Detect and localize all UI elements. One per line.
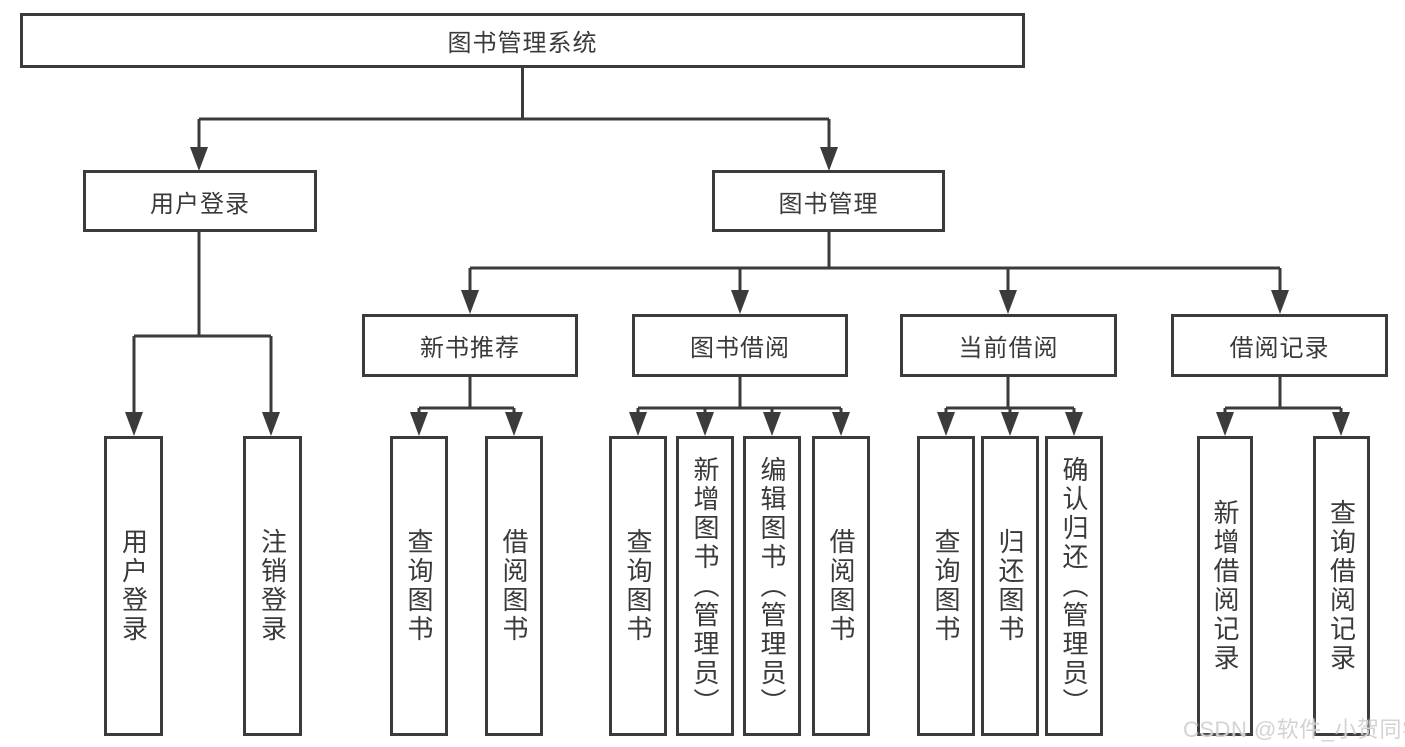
leaf-query-borrow-record-label: 查询借阅记录: [1326, 499, 1357, 673]
leaf-current-query-book-label: 查询图书: [931, 528, 961, 644]
node-current-borrow-label: 当前借阅: [958, 335, 1059, 362]
csdn-watermark: CSDN @软件_小贺同学: [1183, 717, 1405, 742]
leaf-edit-book-admin-label: 编辑图书（管理员）: [757, 455, 787, 717]
node-new-book-recommend: 新书推荐: [362, 314, 578, 377]
node-borrow-record-label: 借阅记录: [1229, 335, 1330, 362]
leaf-borrow-book: 借阅图书: [812, 436, 870, 736]
leaf-logout-label: 注销登录: [257, 528, 288, 644]
node-current-borrow: 当前借阅: [900, 314, 1117, 377]
leaf-confirm-return-admin-label: 确认归还（管理员）: [1059, 455, 1089, 717]
leaf-borrow-query-book: 查询图书: [609, 436, 667, 736]
arrowheads: [125, 147, 1350, 436]
leaf-query-borrow-record: 查询借阅记录: [1313, 436, 1370, 736]
leaf-confirm-return-admin: 确认归还（管理员）: [1045, 436, 1103, 736]
node-book-borrow-label: 图书借阅: [690, 335, 790, 362]
leaf-recommend-query-book-label: 查询图书: [404, 528, 434, 644]
node-root: 图书管理系统: [20, 13, 1025, 68]
leaf-return-book-label: 归还图书: [995, 528, 1025, 644]
leaf-recommend-borrow-book: 借阅图书: [485, 436, 543, 736]
node-user-login: 用户登录: [83, 170, 317, 232]
leaf-borrow-book-label: 借阅图书: [826, 528, 856, 644]
leaf-add-borrow-record-label: 新增借阅记录: [1210, 499, 1240, 673]
leaf-add-book-admin: 新增图书（管理员）: [676, 436, 734, 736]
leaf-user-login: 用户登录: [104, 436, 163, 736]
leaf-user-login-label: 用户登录: [118, 528, 149, 644]
leaf-recommend-query-book: 查询图书: [390, 436, 448, 736]
node-book-borrow: 图书借阅: [632, 314, 848, 377]
node-book-management-label: 图书管理: [778, 190, 879, 218]
leaf-edit-book-admin: 编辑图书（管理员）: [743, 436, 801, 736]
node-root-label: 图书管理系统: [447, 30, 598, 57]
leaf-return-book: 归还图书: [981, 436, 1039, 736]
leaf-logout: 注销登录: [243, 436, 302, 736]
node-user-login-label: 用户登录: [150, 190, 250, 218]
leaf-add-book-admin-label: 新增图书（管理员）: [690, 455, 720, 717]
leaf-add-borrow-record: 新增借阅记录: [1197, 436, 1253, 736]
node-new-book-recommend-label: 新书推荐: [420, 335, 520, 362]
leaf-current-query-book: 查询图书: [917, 436, 975, 736]
node-book-management: 图书管理: [712, 170, 945, 232]
leaf-recommend-borrow-book-label: 借阅图书: [499, 528, 529, 644]
leaf-borrow-query-book-label: 查询图书: [623, 528, 653, 644]
node-borrow-record: 借阅记录: [1171, 314, 1388, 377]
